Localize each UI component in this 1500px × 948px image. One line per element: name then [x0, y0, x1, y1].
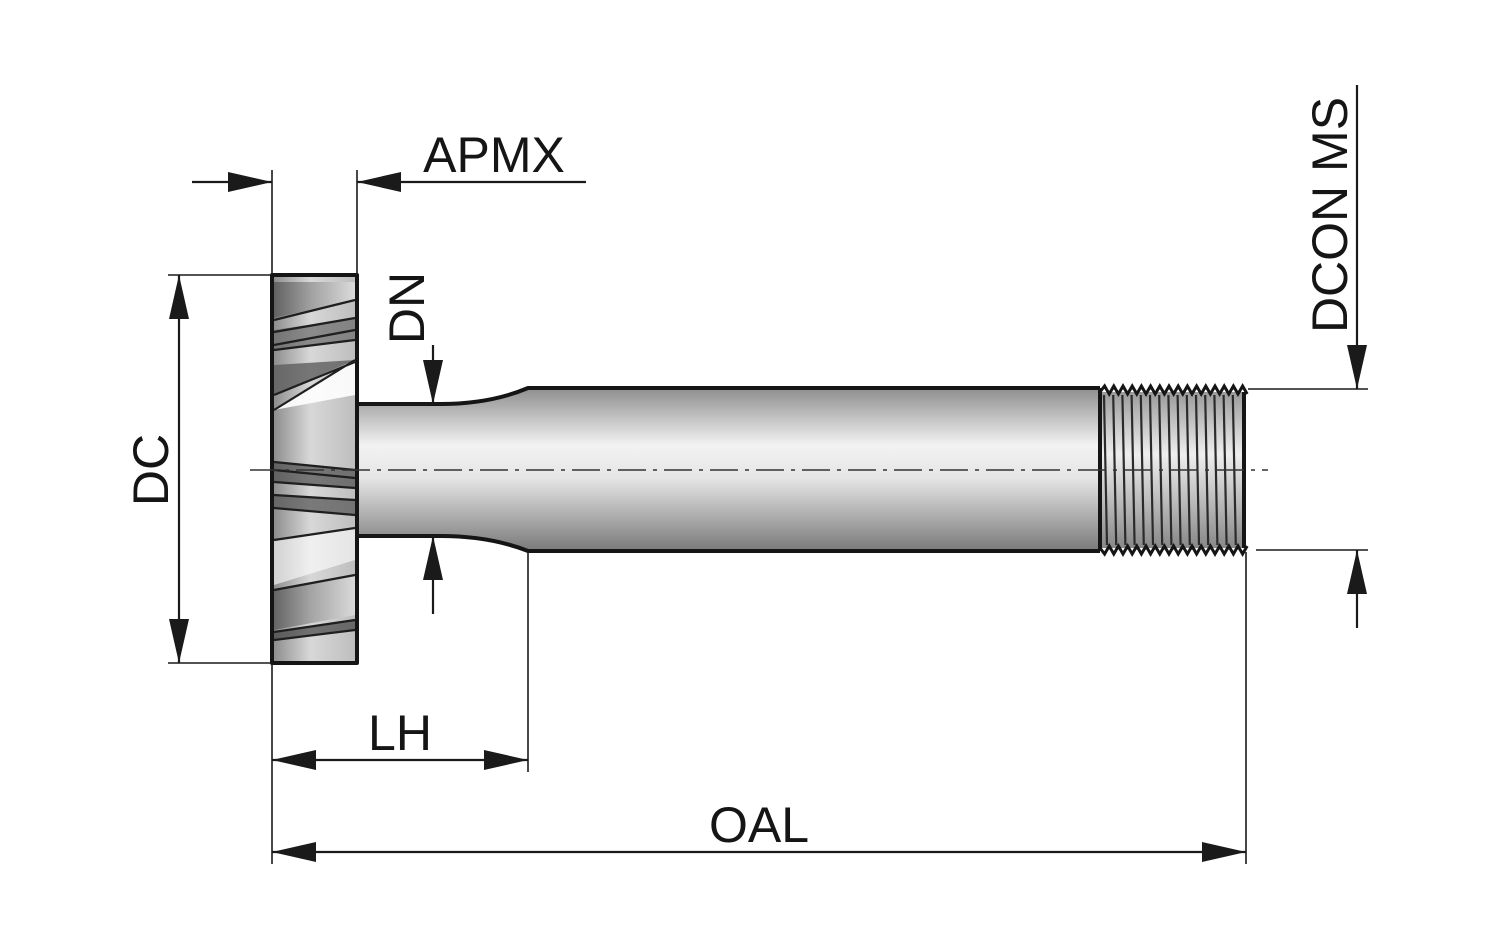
thread-edge: [1098, 542, 1249, 558]
thread-crest: [1167, 394, 1173, 546]
apmx-label: APMX: [423, 127, 565, 183]
cutter-head: [270, 273, 359, 665]
apmx-dimension: [192, 170, 586, 275]
thread-crest: [1121, 394, 1127, 546]
dn-label: DN: [379, 272, 435, 344]
lh-dimension: [271, 551, 529, 772]
dcon-ms-dimension: [1248, 85, 1368, 628]
dcon-ms-label: DCON MS: [1302, 97, 1358, 333]
dn-dimension: [360, 345, 450, 614]
thread-edge: [1098, 382, 1249, 398]
dc-label: DC: [123, 434, 179, 506]
lh-label: LH: [368, 705, 432, 761]
oal-dimension: [271, 552, 1247, 864]
thread-crest: [1213, 394, 1219, 546]
oal-label: OAL: [709, 797, 809, 853]
dc-dimension: [168, 274, 272, 664]
